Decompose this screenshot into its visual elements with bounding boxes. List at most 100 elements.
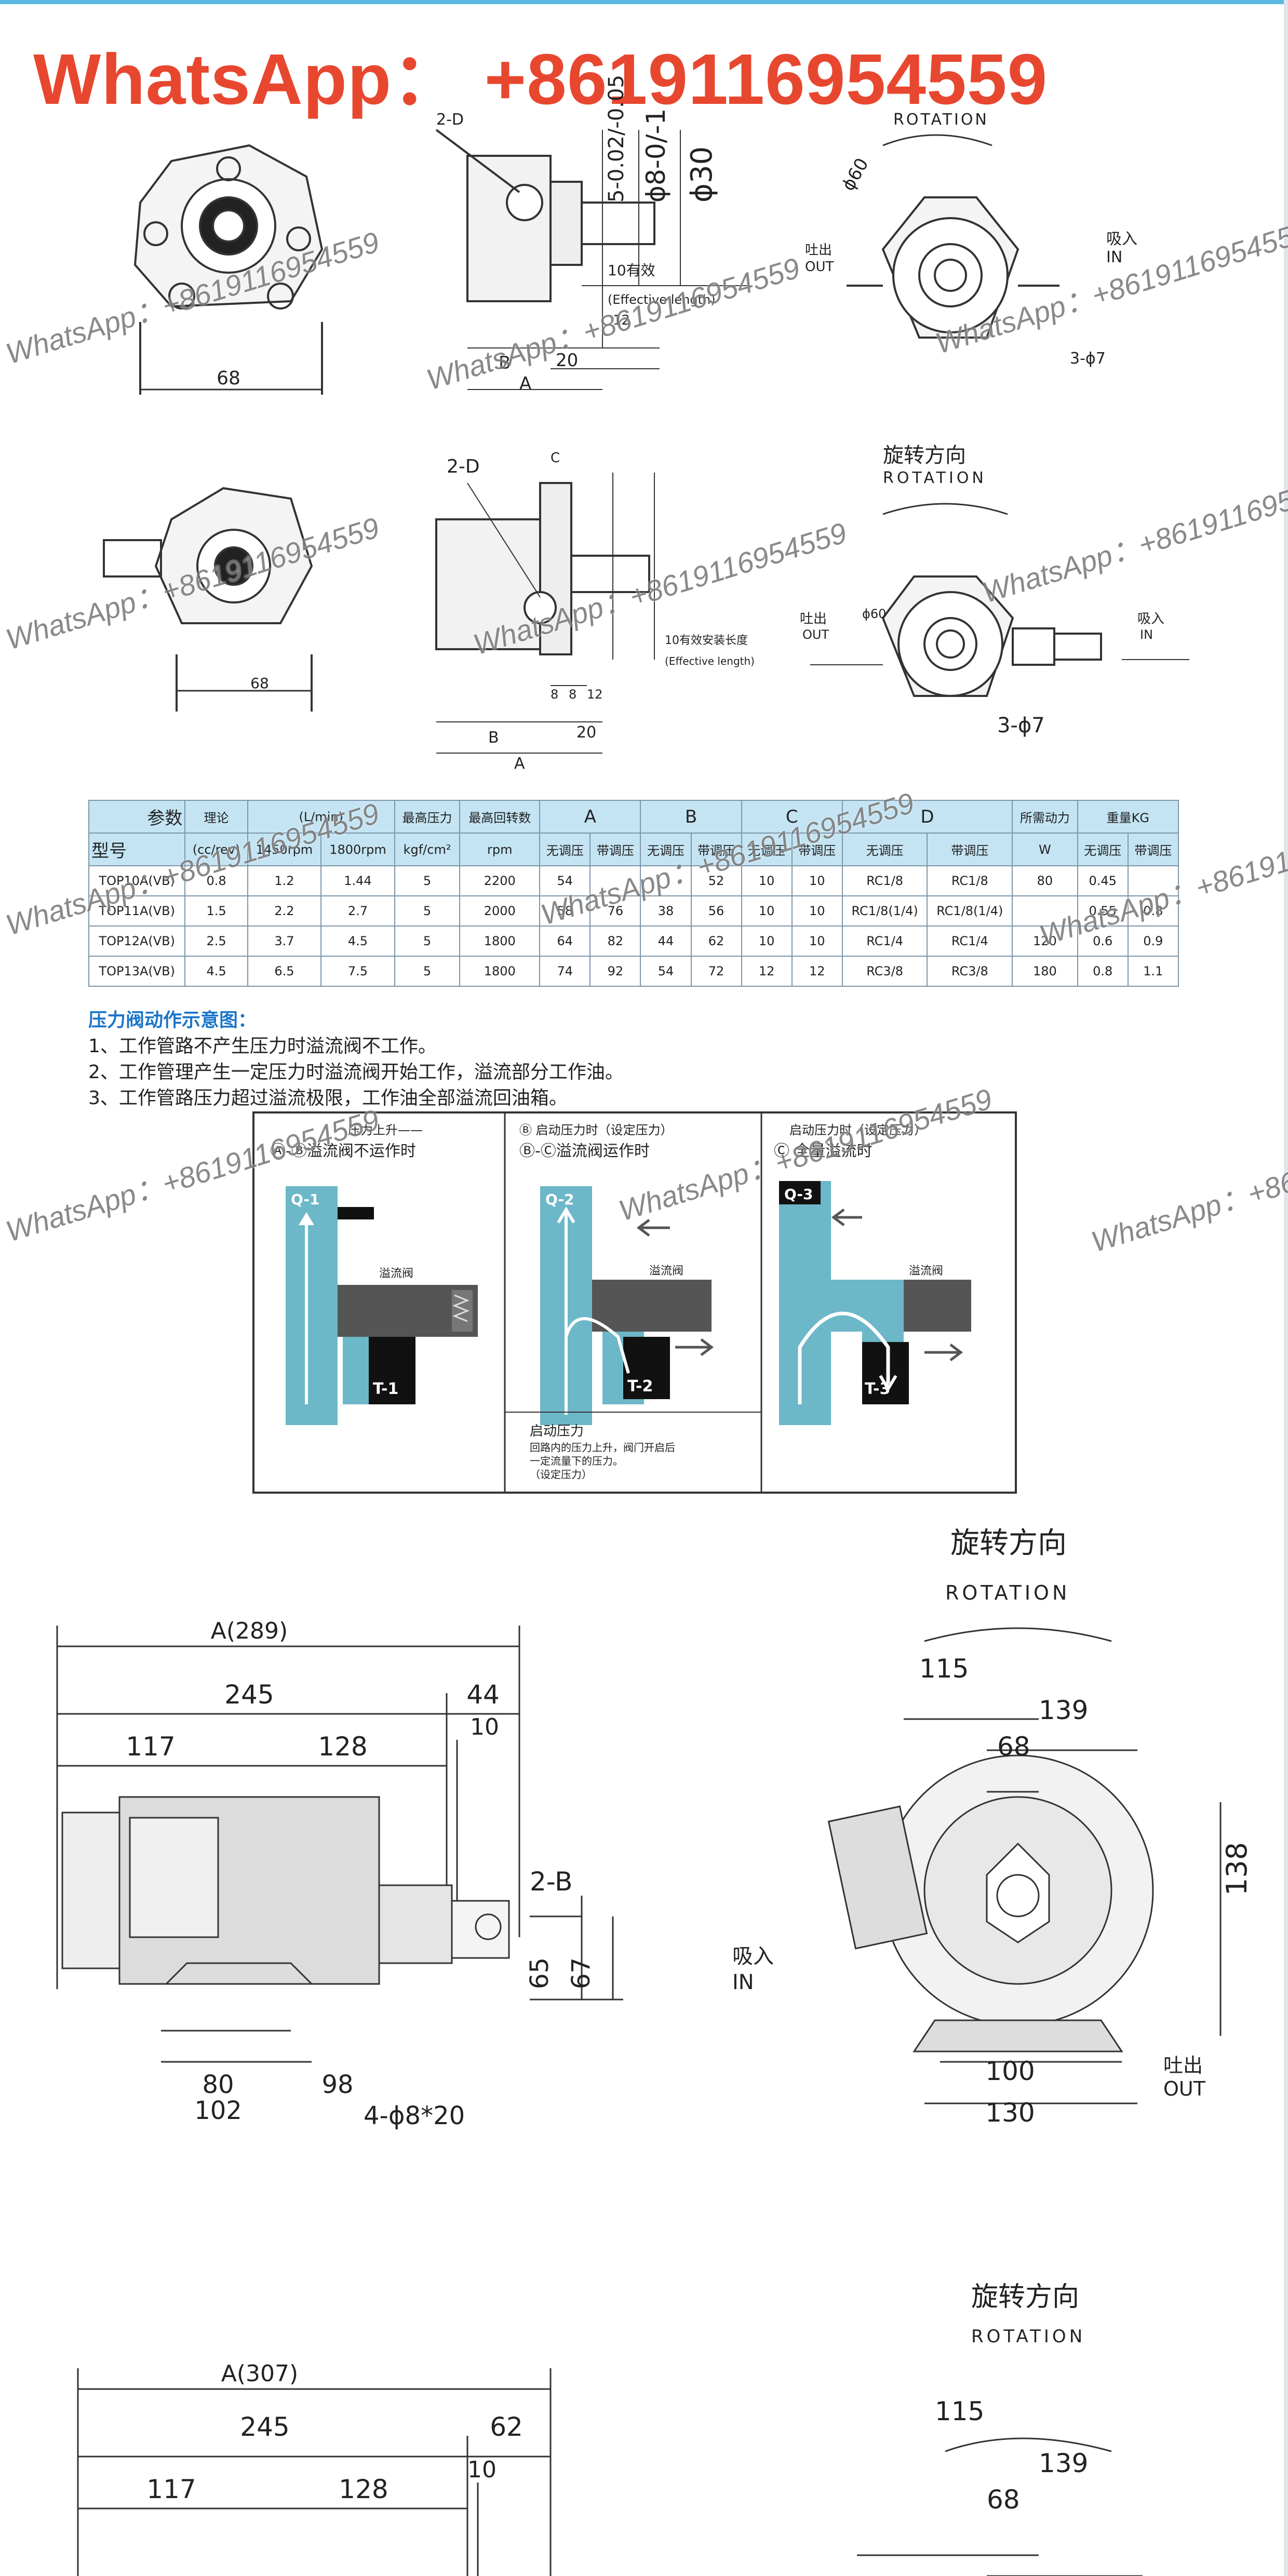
spec-cell: 10 bbox=[791, 925, 843, 957]
whatsapp-headline: WhatsApp： +8619116954559 bbox=[33, 39, 1048, 119]
motor-pump-drawing-1: A(289) 245 44 10 117 128 2-B 65 67 80 98… bbox=[0, 1522, 1283, 2166]
panel3-valve-label: 溢流阀 bbox=[909, 1265, 943, 1278]
motor2-d115: 115 bbox=[935, 2396, 984, 2426]
motor2-d117: 117 bbox=[146, 2474, 196, 2504]
bottom-line-2: 一定流量下的压力。 bbox=[530, 1455, 623, 1467]
th-d: D bbox=[841, 800, 1013, 834]
spec-cell: 10 bbox=[741, 925, 793, 957]
motor1-overall: A(289) bbox=[211, 1618, 288, 1644]
th-b-with: 带调压 bbox=[690, 833, 742, 866]
motor1-d67: 67 bbox=[567, 1957, 596, 1989]
motor1-inlet: 吸入 bbox=[732, 1944, 774, 1968]
spec-cell: 1.1 bbox=[1127, 956, 1179, 987]
motor1-d65: 65 bbox=[525, 1957, 554, 1989]
spec-cell: 44 bbox=[640, 925, 692, 957]
pump-drawing-2: 68 2-D C 8 8 12 B 20 A 10有效安装长度 (Effecti… bbox=[0, 441, 1283, 795]
pump1-port-label: 2-D bbox=[436, 111, 464, 129]
panel2-t: T-2 bbox=[627, 1377, 653, 1396]
spec-cell: 0.45 bbox=[1077, 865, 1129, 896]
th-kgf: kgf/cm² bbox=[394, 833, 461, 866]
th-max-rpm: 最高回转数 bbox=[459, 800, 541, 834]
th-a-with: 带调压 bbox=[589, 833, 641, 866]
pump2-dim-12: 12 bbox=[587, 687, 603, 702]
spec-cell: 0.8 bbox=[184, 865, 248, 896]
spec-cell: 0.8 bbox=[1127, 895, 1179, 927]
motor2-d128: 128 bbox=[339, 2474, 388, 2504]
spec-cell: 4.5 bbox=[184, 956, 248, 987]
motor1-outlet: 吐出 bbox=[1163, 2054, 1203, 2077]
spec-cell: 38 bbox=[640, 895, 692, 927]
spec-cell: RC1/8 bbox=[927, 865, 1013, 896]
pump2-port-label: 2-D bbox=[447, 456, 480, 477]
motor1-rotation-cn: 旋转方向 bbox=[950, 1526, 1067, 1560]
pump2-rotation-en: ROTATION bbox=[883, 469, 987, 487]
note-1: 1、工作管路不产生压力时溢流阀不工作。 bbox=[88, 1036, 437, 1057]
spec-cell: RC3/8 bbox=[841, 956, 928, 987]
spec-cell: 0.8 bbox=[1077, 956, 1129, 987]
th-d-with: 带调压 bbox=[927, 833, 1013, 866]
th-c-no: 无调压 bbox=[741, 833, 793, 866]
pump2-inlet: 吸入 bbox=[1137, 611, 1164, 627]
motor2-rotation-cn: 旋转方向 bbox=[971, 2282, 1079, 2313]
spec-cell: 5 bbox=[394, 865, 461, 896]
pump1-holes: 3-ϕ7 bbox=[1070, 350, 1106, 368]
spec-cell: 4.5 bbox=[320, 925, 395, 957]
panel1-q: Q-1 bbox=[291, 1191, 319, 1208]
spec-cell: 80 bbox=[1012, 865, 1078, 896]
panel1-top: 压力上升—— bbox=[348, 1123, 423, 1137]
motor1-d80: 80 bbox=[202, 2070, 234, 2099]
pump2-side-view bbox=[435, 473, 655, 754]
panel1-caption: Ⓐ-Ⓑ溢流阀不运作时 bbox=[270, 1142, 416, 1160]
spec-cell: 3.7 bbox=[247, 925, 322, 957]
spec-cell: 180 bbox=[1012, 956, 1078, 987]
th-model: 型号 bbox=[88, 833, 186, 866]
th-1450: 1450rpm bbox=[247, 833, 322, 866]
model-cell: TOP13A(VB) bbox=[88, 956, 186, 987]
spec-cell: RC1/4 bbox=[841, 925, 928, 957]
spec-cell: 1.2 bbox=[247, 865, 322, 896]
th-weight: 重量KG bbox=[1077, 800, 1179, 834]
pump2-dim-b: B bbox=[488, 729, 499, 747]
pump1-outlet: 吐出 bbox=[805, 243, 832, 258]
pump1-dim-20: 20 bbox=[556, 350, 578, 371]
motor1-d98: 98 bbox=[321, 2070, 353, 2099]
motor1-d245: 245 bbox=[224, 1680, 274, 1710]
pump1-dim-a: A bbox=[519, 373, 531, 394]
panel3-top: 启动压力时（设定压力） bbox=[789, 1123, 927, 1137]
pump1-dim-12: 12 bbox=[613, 313, 630, 328]
th-c: C bbox=[741, 800, 843, 834]
note-3: 3、工作管路压力超过溢流极限，工作油全部溢流回油箱。 bbox=[88, 1088, 568, 1109]
spec-cell: RC1/8(1/4) bbox=[841, 895, 928, 927]
motor1-holes: 4-ϕ8*20 bbox=[364, 2101, 465, 2130]
motor1-d44: 44 bbox=[466, 1680, 500, 1710]
motor1-d128: 128 bbox=[318, 1732, 367, 1762]
spec-cell: 2.2 bbox=[247, 895, 322, 927]
pump1-boss-dim: ϕ30 bbox=[685, 146, 719, 203]
pump1-effective-length-en: (Effective length) bbox=[608, 292, 716, 307]
spec-cell: RC1/8(1/4) bbox=[927, 895, 1013, 927]
motor1-outlet-en: OUT bbox=[1163, 2077, 1206, 2100]
spec-cell: 6.5 bbox=[247, 956, 322, 987]
motor1-rotation-en: ROTATION bbox=[945, 1581, 1070, 1604]
motor-pump-drawing-2: A(307) 245 62 10 117 128 旋转方向 ROTATION 1… bbox=[0, 2264, 1283, 2576]
th-c-with: 带调压 bbox=[791, 833, 843, 866]
spec-cell bbox=[589, 865, 641, 896]
spec-cell: 0.55 bbox=[1077, 895, 1129, 927]
motor1-inlet-en: IN bbox=[732, 1970, 754, 1994]
th-power: 所需动力 bbox=[1012, 800, 1078, 834]
spec-table: 参数 理论 (L/min) 最高压力 最高回转数 A B C D 所需动力 重量… bbox=[88, 800, 1179, 987]
spec-cell: 82 bbox=[589, 925, 641, 957]
th-wt-with: 带调压 bbox=[1127, 833, 1179, 866]
pump2-rotation-cn: 旋转方向 bbox=[883, 444, 966, 467]
th-a-no: 无调压 bbox=[539, 833, 591, 866]
pump2-outlet-en: OUT bbox=[802, 627, 829, 642]
motor2-d68: 68 bbox=[987, 2485, 1020, 2515]
right-scroll-edge bbox=[1284, 0, 1288, 2576]
spec-cell: 2200 bbox=[459, 865, 541, 896]
spec-cell: RC1/8 bbox=[841, 865, 928, 896]
spec-cell: 76 bbox=[589, 895, 641, 927]
spec-cell: RC1/4 bbox=[927, 925, 1013, 957]
motor1-d130: 130 bbox=[985, 2098, 1035, 2128]
pump1-front-view bbox=[133, 144, 324, 395]
motor2-d62: 62 bbox=[490, 2412, 523, 2442]
